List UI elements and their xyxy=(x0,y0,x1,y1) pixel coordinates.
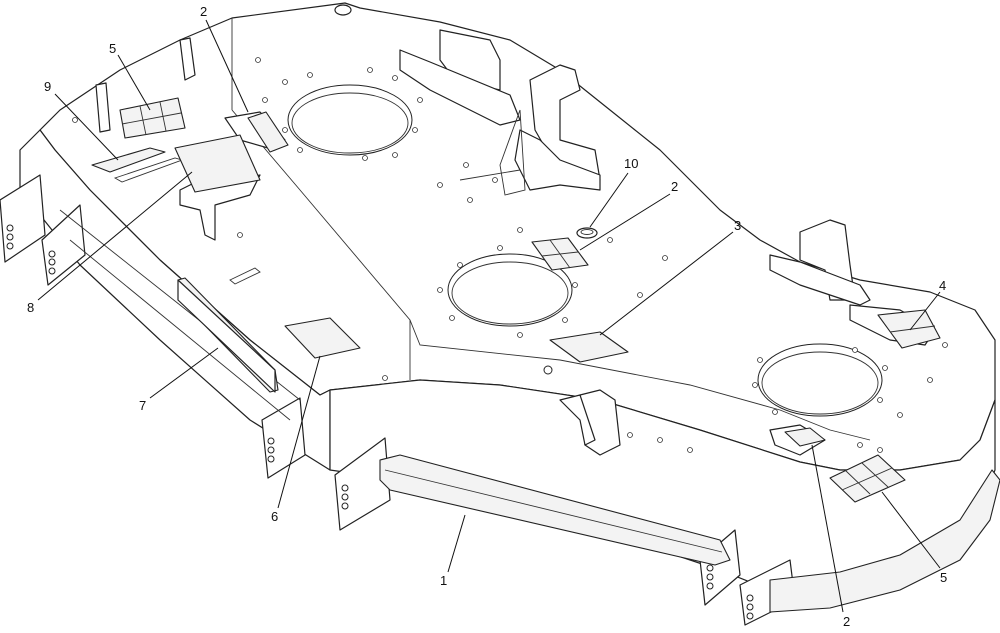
callout-5-right: 5 xyxy=(940,570,947,585)
spindle-opening-right xyxy=(757,343,883,417)
leader-lines xyxy=(37,19,941,613)
callout-2-center: 2 xyxy=(671,179,678,194)
callout-10: 10 xyxy=(624,156,638,171)
decal-2-center xyxy=(531,237,589,271)
callout-4: 4 xyxy=(939,278,946,293)
callout-2-top-left: 2 xyxy=(200,4,207,19)
decal-4 xyxy=(877,309,941,349)
callout-9: 9 xyxy=(44,79,51,94)
callout-7: 7 xyxy=(139,398,146,413)
deck-bolt-holes xyxy=(72,57,948,453)
deck-center-ridge xyxy=(231,109,871,441)
decal-2-right xyxy=(784,427,826,447)
callout-6: 6 xyxy=(271,509,278,524)
deck-side-bumper xyxy=(769,469,1000,613)
callout-5-left: 5 xyxy=(109,41,116,56)
decal-8 xyxy=(174,134,261,193)
deck-front-bumper xyxy=(379,454,731,566)
decal-6 xyxy=(284,317,361,359)
decal-2-left xyxy=(247,111,289,153)
spindle-opening-center xyxy=(447,253,573,327)
callout-3: 3 xyxy=(734,218,741,233)
spindle-opening-left xyxy=(287,84,413,156)
decal-3 xyxy=(549,331,629,363)
callout-1: 1 xyxy=(440,573,447,588)
decal-5-left xyxy=(119,97,186,139)
decal-5-right xyxy=(829,454,906,503)
callout-8: 8 xyxy=(27,300,34,315)
deck-hanger-tabs xyxy=(0,174,796,626)
callout-2-bottom-right: 2 xyxy=(843,614,850,629)
